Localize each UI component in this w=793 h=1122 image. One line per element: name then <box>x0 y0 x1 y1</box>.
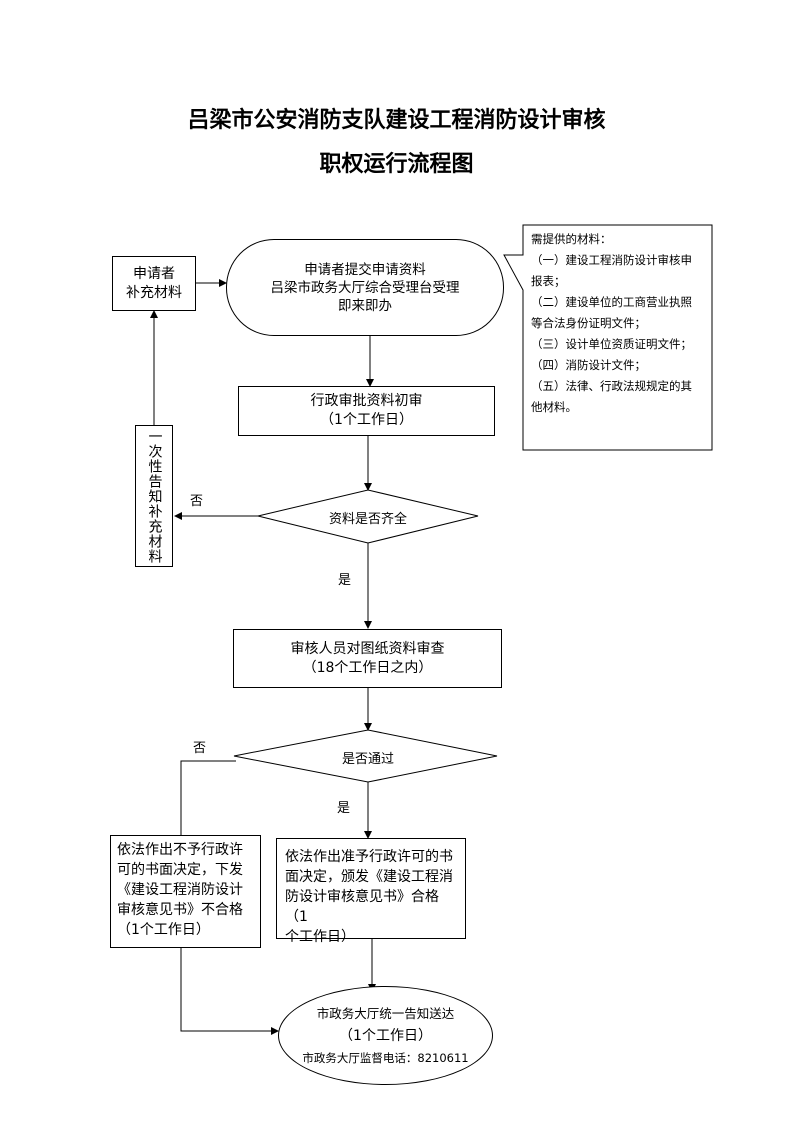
approve-node: 依法作出准予行政许可的书 面决定，颁发《建设工程消 防设计审核意见书》合格（1 … <box>276 838 466 945</box>
end-line-2: （1个工作日） <box>339 1027 432 1044</box>
label-no-2: 否 <box>193 741 207 756</box>
reject-line-4: 审核意见书》不合格 <box>117 902 243 918</box>
initial-review-line-2: （1个工作日） <box>320 412 413 428</box>
notify-text: 一次性告知补充材料 <box>146 428 163 564</box>
page-title: 吕梁市公安消防支队建设工程消防设计审核 <box>187 108 606 133</box>
label-yes-1: 是 <box>338 573 352 588</box>
reject-node: 依法作出不予行政许 可的书面决定，下发 《建设工程消防设计 审核意见书》不合格 … <box>110 835 261 948</box>
approve-line-1: 依法作出准予行政许可的书 <box>285 849 453 865</box>
diamond-pass-check <box>233 729 498 783</box>
page-subtitle: 职权运行流程图 <box>319 152 474 177</box>
initial-review-node: 行政审批资料初审 （1个工作日） <box>238 386 495 436</box>
complete-check-text: 资料是否齐全 <box>328 512 407 527</box>
materials-callout <box>503 224 713 451</box>
start-line-3: 即来即办 <box>338 297 392 314</box>
drawing-review-line-1: 审核人员对图纸资料审查 <box>290 640 445 657</box>
label-yes-2: 是 <box>337 801 351 816</box>
line-pass-to-reject <box>180 760 236 835</box>
approve-line-3: 防设计审核意见书》合格（1 <box>285 889 439 925</box>
drawing-review-line-2: （18个工作日之内） <box>302 659 433 676</box>
supplement-line-2: 补充材料 <box>126 284 182 301</box>
reject-line-3: 《建设工程消防设计 <box>117 882 243 898</box>
supplement-line-1: 申请者 <box>133 265 175 282</box>
initial-review-line-1: 行政审批资料初审 <box>310 393 423 409</box>
supplement-node: 申请者 补充材料 <box>112 256 196 311</box>
materials-item: （五）法律、行政法规规定的其 <box>531 379 692 393</box>
materials-item: 等合法身份证明文件； <box>531 316 646 330</box>
label-no-1: 否 <box>190 494 204 509</box>
start-node: 申请者提交申请资料 吕梁市政务大厅综合受理台受理 即来即办 <box>226 239 504 336</box>
diamond-complete-check <box>257 489 479 544</box>
end-line-1: 市政务大厅统一告知送达 <box>316 1005 455 1021</box>
drawing-review-node: 审核人员对图纸资料审查 （18个工作日之内） <box>233 629 502 688</box>
materials-item: （一）建设工程消防设计审核申 <box>531 253 692 267</box>
arrow-reject-to-end <box>180 948 279 1035</box>
reject-line-5: （1个工作日） <box>117 922 210 938</box>
materials-item: （四）消防设计文件； <box>531 358 646 372</box>
approve-line-2: 面决定，颁发《建设工程消 <box>285 869 453 885</box>
materials-item: 报表； <box>531 274 566 288</box>
end-line-3: 市政务大厅监督电话：8210611 <box>302 1050 469 1065</box>
materials-header: 需提供的材料： <box>531 232 612 246</box>
pass-check-text: 是否通过 <box>341 752 394 767</box>
approve-line-4: 个工作日） <box>285 929 355 945</box>
reject-line-1: 依法作出不予行政许 <box>117 842 243 858</box>
materials-item: （三）设计单位资质证明文件； <box>531 337 692 351</box>
materials-list: 需提供的材料： （一）建设工程消防设计审核申 报表； （二）建设单位的工商营业执… <box>531 229 709 418</box>
start-line-2: 吕梁市政务大厅综合受理台受理 <box>270 279 460 296</box>
materials-item: （二）建设单位的工商营业执照 <box>531 295 692 309</box>
end-node: 市政务大厅统一告知送达 （1个工作日） 市政务大厅监督电话：8210611 <box>278 986 493 1085</box>
materials-item: 他材料。 <box>531 400 577 414</box>
reject-line-2: 可的书面决定，下发 <box>117 862 243 878</box>
start-line-1: 申请者提交申请资料 <box>304 261 426 278</box>
notify-node: 一次性告知补充材料 <box>135 425 173 567</box>
